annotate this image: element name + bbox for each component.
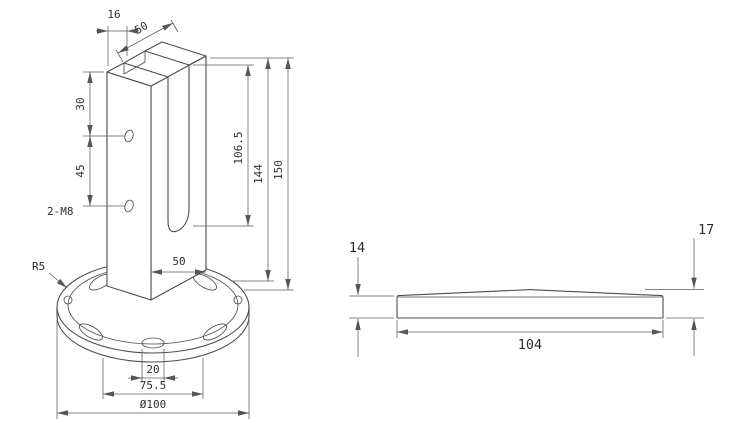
base-plate xyxy=(56,260,250,363)
dimension-annotations-right: 106.5 144 150 50 xyxy=(151,57,294,291)
dimension-annotations-cover: 14 17 104 xyxy=(349,222,714,357)
dim-cover-edge-height: 14 xyxy=(349,240,365,256)
glass-slot xyxy=(123,50,190,233)
cover-profile-view: 14 17 104 xyxy=(349,222,714,357)
dim-hole-spacing: 45 xyxy=(74,164,87,177)
dim-cover-width: 104 xyxy=(518,337,542,353)
dim-base-diameter: Ø100 xyxy=(140,398,167,411)
dim-slot-width: 20 xyxy=(146,363,159,376)
dim-hole-top-offset: 30 xyxy=(74,97,87,110)
dimension-annotations-base: R5 20 75.5 Ø100 xyxy=(32,260,250,419)
m8-hole-upper xyxy=(124,129,134,143)
dim-cover-overall-height: 17 xyxy=(698,222,714,238)
dim-overall-height: 150 xyxy=(272,160,285,180)
dim-top-depth: 50 xyxy=(132,19,150,37)
label-thread-2m8: 2-M8 xyxy=(47,205,74,218)
dimension-annotations-left: 30 45 2-M8 xyxy=(47,71,125,218)
mounting-slot xyxy=(78,323,104,341)
label-fillet-radius: R5 xyxy=(32,260,45,273)
front-face-holes xyxy=(124,129,134,213)
dim-body-height: 144 xyxy=(252,164,265,184)
m8-hole-lower xyxy=(124,199,134,213)
dim-hole-pitch: 75.5 xyxy=(140,379,167,392)
spigot-isometric-view: 16 50 30 45 2-M8 106.5 144 xyxy=(32,8,294,419)
dim-body-depth: 50 xyxy=(172,255,185,268)
post-front-face xyxy=(106,71,152,301)
base-bottom-edge xyxy=(56,315,250,363)
dim-slot-depth: 106.5 xyxy=(232,131,245,164)
anchor-hole xyxy=(233,295,243,305)
cover-outline xyxy=(396,289,664,319)
dim-wall-thickness: 16 xyxy=(107,8,120,21)
mounting-slot-front xyxy=(141,337,165,349)
post-body xyxy=(106,41,207,301)
dimension-annotations-top: 16 50 xyxy=(96,8,179,66)
slot-bottom-radius xyxy=(167,208,190,233)
anchor-hole xyxy=(63,295,73,305)
mounting-slot xyxy=(202,323,228,341)
slot-inner-bottom xyxy=(123,61,146,75)
